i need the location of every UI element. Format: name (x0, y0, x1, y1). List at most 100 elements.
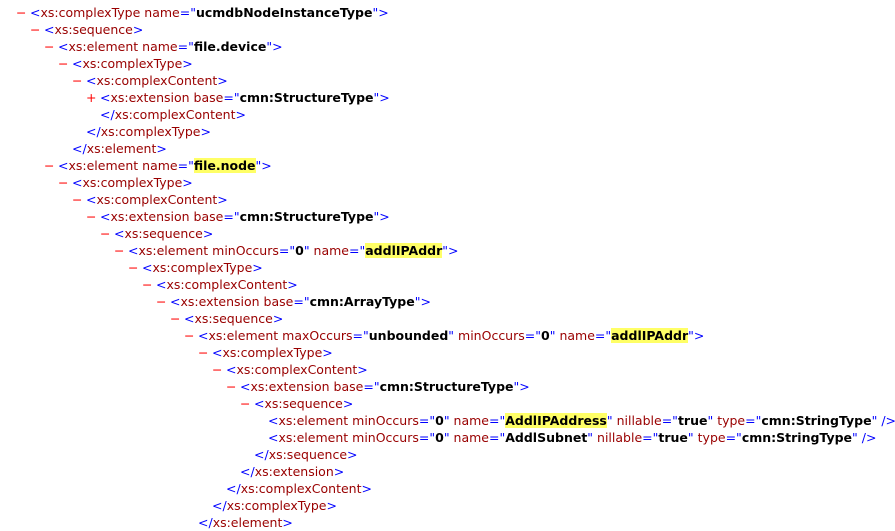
attribute-equals: =" (352, 328, 369, 343)
attribute-name: name (559, 328, 595, 343)
collapse-toggle-icon[interactable]: − (86, 209, 97, 224)
attribute-equals: =" (223, 209, 240, 224)
xml-line: −<xs:complexType> (128, 259, 263, 276)
attribute-name: base (193, 209, 224, 224)
collapse-toggle-icon[interactable]: − (44, 39, 55, 54)
collapse-toggle-icon[interactable]: − (184, 328, 195, 343)
attribute-name: type (697, 430, 726, 445)
attribute-equals: =" (489, 413, 506, 428)
attribute-value: 0 (435, 430, 444, 445)
collapse-toggle-icon[interactable]: − (156, 294, 167, 309)
collapse-toggle-icon[interactable]: − (30, 22, 41, 37)
attribute-name: nillable (597, 430, 643, 445)
attribute-value: true (677, 413, 708, 428)
collapse-toggle-icon[interactable]: − (240, 396, 251, 411)
attribute-equals: =" (293, 294, 310, 309)
tag-close-bracket: > (272, 39, 283, 54)
collapse-toggle-icon[interactable]: − (58, 175, 69, 190)
tag-open-bracket: </ (226, 481, 241, 496)
attribute-close-quote: " (373, 90, 380, 105)
tag-open-bracket: < (100, 209, 111, 224)
collapse-toggle-icon[interactable]: − (16, 5, 27, 20)
tag-open-bracket: </ (254, 447, 269, 462)
collapse-toggle-icon[interactable]: − (198, 345, 209, 360)
attribute-value: true (658, 430, 688, 445)
attribute-name: base (333, 379, 364, 394)
tag-name: xs:complexContent (240, 481, 362, 496)
tag-close-bracket: > (217, 73, 228, 88)
xml-line: −<xs:complexType> (58, 174, 193, 191)
tag-close-bracket: > (202, 226, 214, 241)
tag-name: xs:complexType (82, 175, 183, 190)
tag-open-bracket: < (268, 413, 279, 428)
collapse-toggle-icon[interactable]: − (212, 362, 223, 377)
xml-line: <xs:element minOccurs="0" name="AddlSubn… (254, 429, 876, 446)
collapse-toggle-icon[interactable]: − (72, 73, 83, 88)
attribute-close-quote: " (255, 158, 262, 173)
tag-open-bracket: < (184, 311, 195, 326)
tag-close-bracket: > (282, 515, 293, 530)
tag-name: xs:extension (254, 464, 334, 479)
xml-line: −<xs:complexContent> (72, 191, 228, 208)
tag-open-bracket: < (30, 5, 41, 20)
attribute-close-quote: " (414, 294, 421, 309)
attribute-value: unbounded (368, 328, 449, 343)
xml-line: −<xs:element minOccurs="0" name="addlIPA… (114, 242, 458, 259)
tag-close-bracket: /> (877, 413, 895, 428)
xml-line: </xs:element> (58, 140, 167, 157)
collapse-toggle-icon[interactable]: − (170, 311, 181, 326)
highlighted-attribute-value: addlIPAddr (365, 243, 443, 258)
attribute-close-quote: " (587, 430, 594, 445)
tag-name: xs:element (86, 141, 157, 156)
attribute-close-quote: " (871, 413, 878, 428)
attribute-value: cmn:StructureType (239, 209, 374, 224)
tag-open-bracket: < (268, 430, 279, 445)
tag-close-bracket: > (156, 141, 167, 156)
tag-close-bracket: > (420, 294, 431, 309)
tag-name: xs:sequence (194, 311, 273, 326)
attribute-value: cmn:StructureType (239, 90, 374, 105)
collapse-toggle-icon[interactable]: − (142, 277, 153, 292)
collapse-toggle-icon[interactable]: − (58, 56, 69, 71)
attribute-equals: =" (594, 328, 612, 343)
tag-name: xs:complexContent (96, 73, 218, 88)
tag-open-bracket: </ (212, 498, 227, 513)
tag-name: xs:complexType (226, 498, 327, 513)
attribute-name: name (453, 413, 489, 428)
highlighted-attribute-value: addlIPAddr (611, 328, 689, 343)
expand-toggle-icon[interactable]: + (86, 90, 97, 105)
tag-close-bracket: > (322, 345, 333, 360)
xml-line: </xs:sequence> (240, 446, 358, 463)
collapse-toggle-icon[interactable]: − (226, 379, 237, 394)
xml-line: −<xs:extension base="cmn:StructureType"> (86, 208, 390, 225)
xml-line: −<xs:element name="file.node"> (44, 157, 272, 174)
attribute-equals: =" (524, 328, 541, 343)
attribute-value: cmn:StructureType (379, 379, 514, 394)
tag-open-bracket: </ (100, 107, 115, 122)
attribute-equals: =" (725, 430, 742, 445)
attribute-close-quote: " (443, 413, 450, 428)
attribute-name: minOccurs (212, 243, 279, 258)
attribute-name: minOccurs (458, 328, 525, 343)
collapse-toggle-icon[interactable]: − (44, 158, 55, 173)
collapse-toggle-icon[interactable]: − (128, 260, 139, 275)
tag-close-bracket: > (182, 175, 193, 190)
tag-close-bracket: > (182, 56, 193, 71)
tag-close-bracket: > (252, 260, 263, 275)
collapse-toggle-icon[interactable]: − (114, 243, 125, 258)
tag-open-bracket: < (58, 39, 69, 54)
tag-open-bracket: < (240, 379, 251, 394)
tag-name: xs:complexType (100, 124, 201, 139)
attribute-close-quote: " (442, 243, 448, 258)
attribute-close-quote: " (687, 430, 694, 445)
attribute-value: 0 (435, 413, 444, 428)
tag-name: xs:element (138, 243, 209, 258)
tag-close-bracket: > (217, 192, 228, 207)
tag-open-bracket: < (254, 396, 265, 411)
tag-name: xs:complexType (40, 5, 141, 20)
collapse-toggle-icon[interactable]: − (100, 226, 111, 241)
collapse-toggle-icon[interactable]: − (72, 192, 83, 207)
tag-name: xs:complexContent (166, 277, 288, 292)
tag-close-bracket: > (347, 447, 358, 462)
